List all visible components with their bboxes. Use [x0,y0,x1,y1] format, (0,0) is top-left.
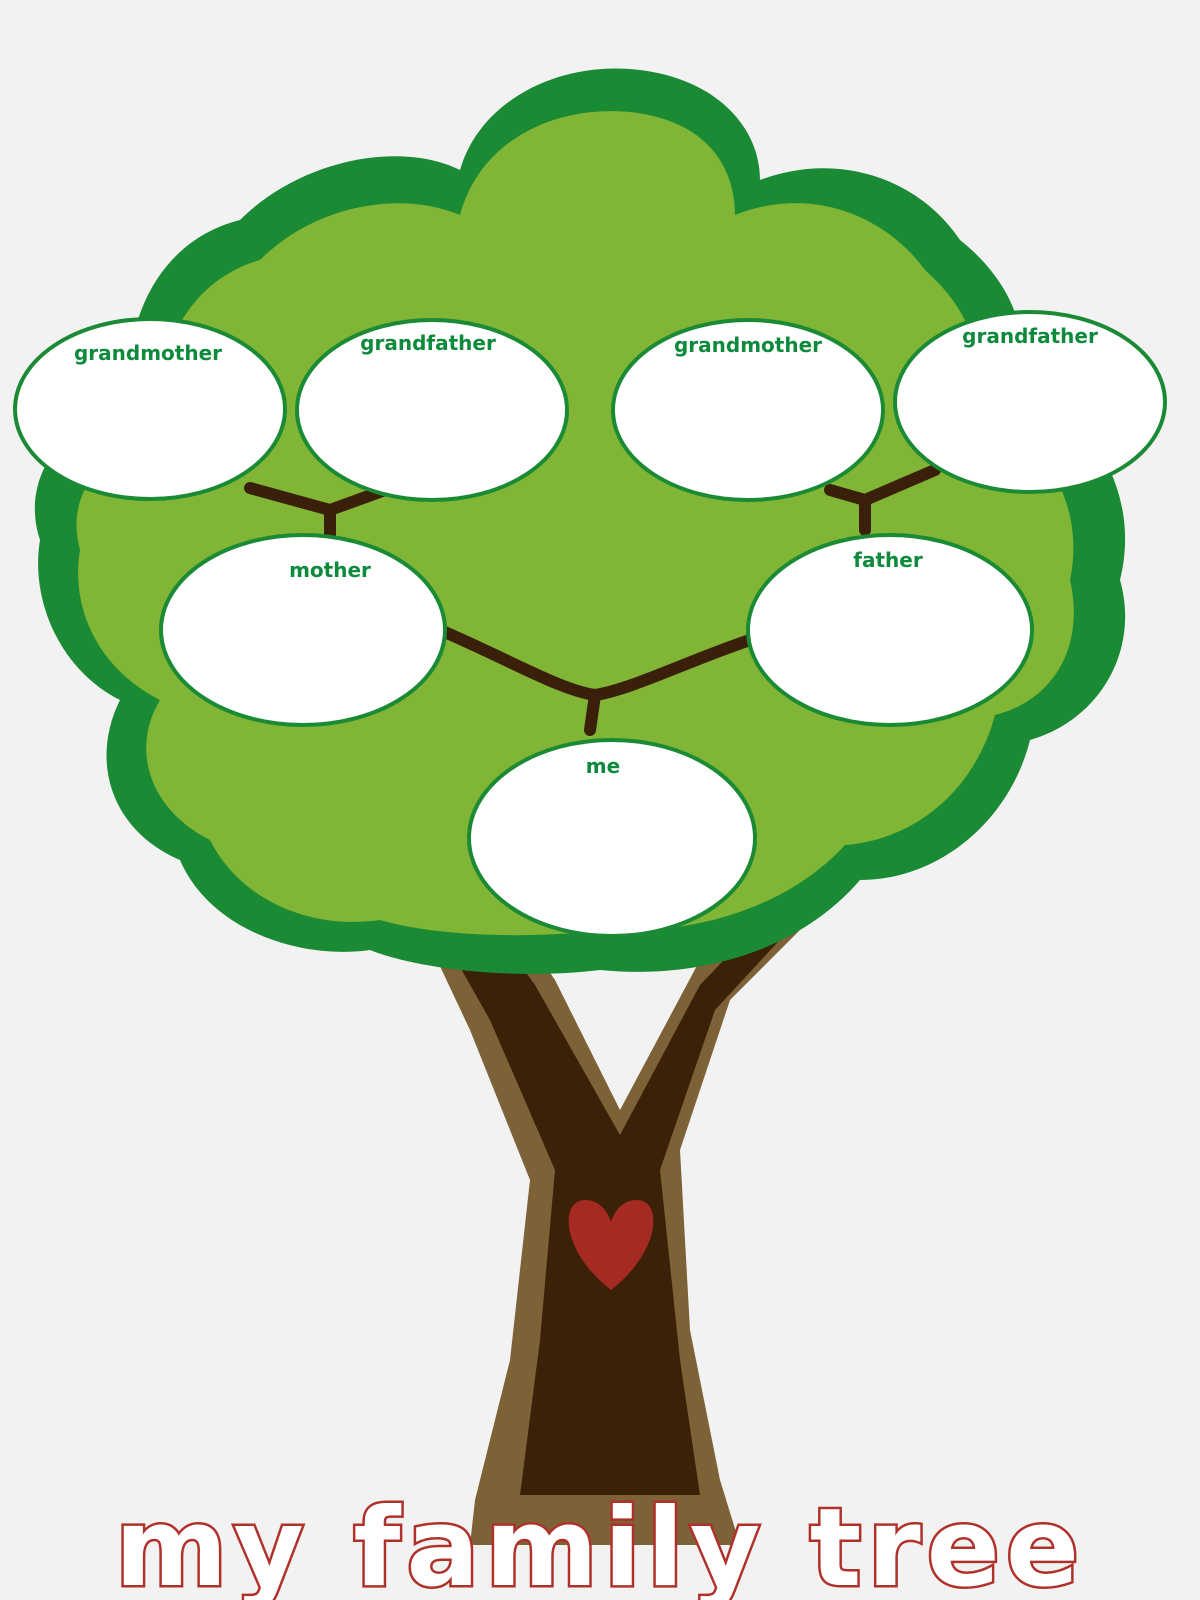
node-me[interactable]: me [467,738,757,938]
node-grandfather-left[interactable]: grandfather [295,318,569,502]
label-grandmother-right: grandmother [674,333,822,357]
label-grandfather-left: grandfather [360,331,496,355]
label-father: father [853,548,923,572]
canopy-fill [76,111,1074,936]
label-mother: mother [289,558,371,582]
node-grandfather-right[interactable]: grandfather [893,310,1167,494]
label-me: me [586,754,620,778]
heart-icon [568,1200,654,1290]
branch-parents [434,624,756,736]
label-grandmother-left: grandmother [74,341,222,365]
label-grandfather-right: grandfather [962,324,1098,348]
node-father[interactable]: father [746,533,1034,727]
branch-left-grandparents [244,482,391,541]
page-title: my family tree [115,1486,1085,1600]
trunk-inner [405,860,835,1495]
node-grandmother-left[interactable]: grandmother [13,317,287,501]
node-mother[interactable]: mother [159,533,447,727]
branch-right-grandparents [824,464,941,536]
node-grandmother-right[interactable]: grandmother [611,318,885,502]
branches [244,464,941,736]
